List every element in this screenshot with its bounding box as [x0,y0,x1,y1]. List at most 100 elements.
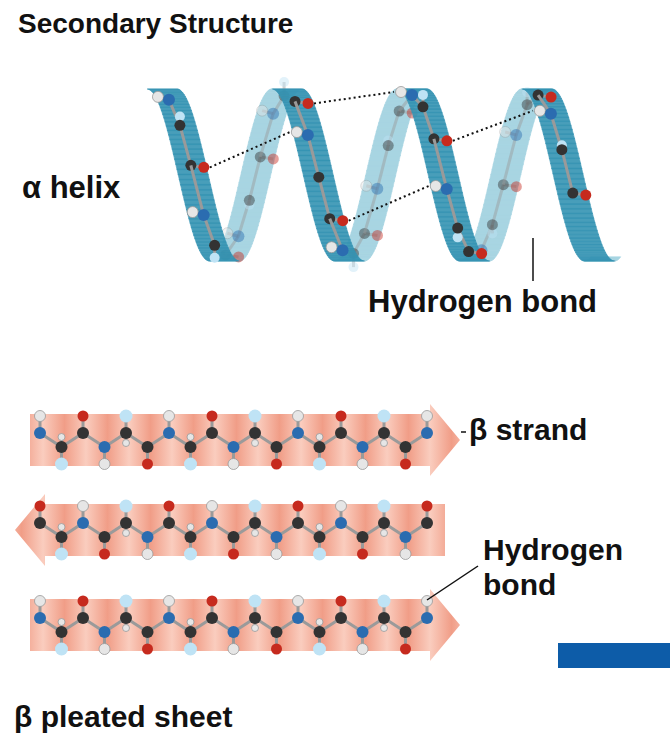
atom [400,549,411,560]
atom [337,215,348,226]
atom [335,517,347,529]
atom [35,411,46,422]
atom [279,77,289,87]
atom [336,411,347,422]
atom [314,441,326,453]
atom [421,517,433,529]
beta-strand-ribbon [30,589,460,661]
sheet-atoms [34,410,433,656]
bond [364,189,377,234]
atom [349,262,359,272]
atom [381,440,388,447]
atom [378,612,390,624]
atom [164,411,175,422]
atom [99,531,111,543]
atom [545,108,557,120]
hydrogen-bond-line [210,132,290,167]
atom [357,531,369,543]
callout-label: Hydrogen bond [368,284,597,320]
atom [335,427,347,439]
atom [187,619,194,626]
atom [206,612,218,624]
atom [378,517,390,529]
atom [271,644,282,655]
atom [271,626,283,638]
atom [56,531,68,543]
atom [267,108,279,120]
atom [187,207,198,218]
alpha-helix [147,77,621,272]
bond [319,177,330,218]
atom [313,458,326,471]
atom [292,517,304,529]
atom [252,625,259,632]
atom [184,458,197,471]
atom [406,89,418,101]
atom [120,517,132,529]
callout-label: β strand [469,413,587,448]
atom [271,549,282,560]
atom [378,500,391,513]
atom [142,626,154,638]
atom [163,427,175,439]
atom [228,644,239,655]
atom [142,644,153,655]
bond [562,150,573,193]
helix-ribbon [333,260,364,261]
atom [302,129,314,141]
atom [357,626,369,638]
atom [357,644,368,655]
atom [34,427,46,439]
atom [210,253,220,263]
atom [249,612,261,624]
atom [55,548,68,561]
atom [58,619,65,626]
hydrogen-bond-line [349,186,429,221]
atom [35,596,46,607]
atom [249,410,262,423]
atom [185,441,197,453]
atom [58,434,65,441]
atom [163,612,175,624]
atom [99,626,111,638]
atom [314,173,324,183]
atom [453,232,463,242]
structure-label: β pleated sheet [14,700,232,735]
atom [396,87,407,98]
bond [503,135,516,185]
helix-front [147,89,615,261]
atom [357,441,369,453]
atom [249,500,262,513]
helix-back [209,89,621,261]
atom [487,219,498,230]
decorative-bar [558,643,670,668]
atom [99,549,110,560]
bond [377,146,388,189]
atom [400,459,411,470]
atom [228,459,239,470]
atom [422,411,433,422]
atom [556,144,567,155]
atom [249,517,261,529]
atom [206,517,218,529]
atom [271,459,282,470]
atom [142,441,154,453]
atom [400,644,411,655]
atom [337,244,349,256]
atom [336,501,347,512]
atom [228,531,240,543]
atom [77,517,89,529]
atom [400,531,412,543]
atom [34,612,46,624]
atom [152,91,163,102]
atom [313,548,326,561]
atom [336,596,347,607]
atom [268,153,279,164]
atom [463,246,474,257]
atom [292,427,304,439]
atom [441,135,452,146]
atom [244,195,255,206]
bond [260,114,273,157]
atom [184,548,197,561]
atom [421,612,433,624]
